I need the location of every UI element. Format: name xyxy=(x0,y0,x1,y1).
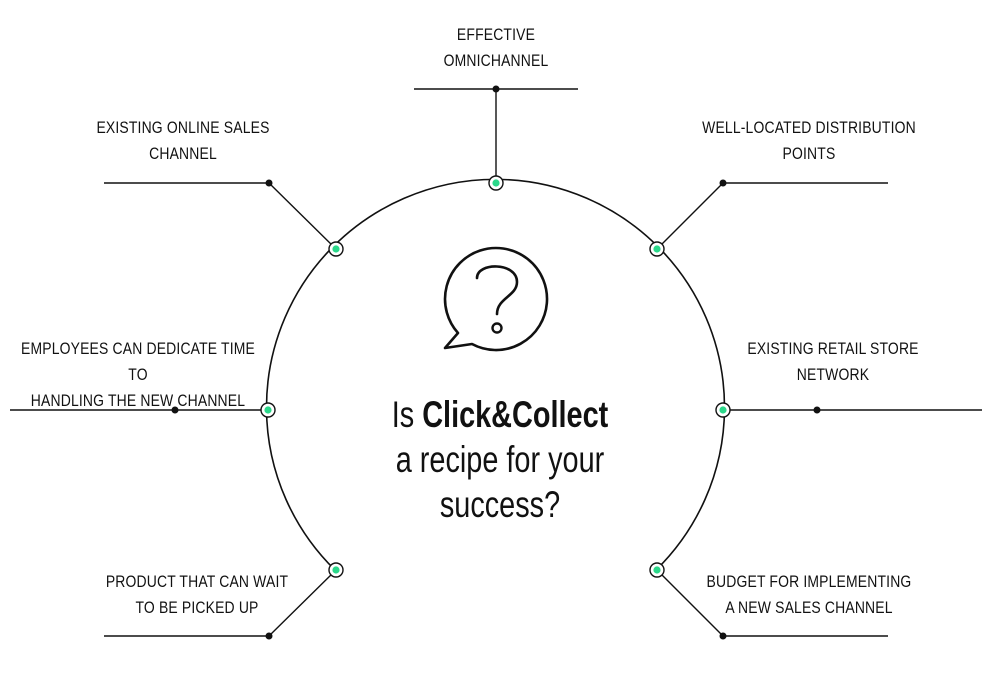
factor-label-top-right: WELL-LOCATED DISTRIBUTION POINTS xyxy=(702,118,916,163)
node-bottom-right xyxy=(649,562,665,578)
connector-mid-right xyxy=(723,406,982,414)
center-title-line1: Is Click&Collect xyxy=(391,394,609,435)
connector-bottom-right xyxy=(656,569,888,640)
factor-label-mid-right: EXISTING RETAIL STORE NETWORK xyxy=(747,339,919,384)
node-top-left xyxy=(328,241,344,257)
connector-top xyxy=(414,85,578,183)
connector-bottom-left xyxy=(104,569,337,640)
factor-label-bottom-left: PRODUCT THAT CAN WAIT TO BE PICKED UP xyxy=(105,572,289,617)
node-top xyxy=(488,175,504,191)
center-title-line2: a recipe for your xyxy=(395,439,605,480)
center-title: Is Click&Collect a recipe for your succe… xyxy=(367,392,632,527)
node-bottom-left xyxy=(328,562,344,578)
connector-mid-left xyxy=(10,406,268,414)
factor-label-mid-left: EMPLOYEES CAN DEDICATE TIME TO HANDLING … xyxy=(21,339,255,410)
factor-label-top: EFFECTIVE OMNICHANNEL xyxy=(443,25,549,70)
factor-label-top-left: EXISTING ONLINE SALES CHANNEL xyxy=(96,118,270,163)
factor-label-bottom-right: BUDGET FOR IMPLEMENTING A NEW SALES CHAN… xyxy=(706,572,912,617)
center-title-line3: success? xyxy=(439,484,561,525)
node-mid-left xyxy=(260,402,276,418)
node-mid-right xyxy=(715,402,731,418)
node-top-right xyxy=(649,241,665,257)
question-bubble-icon xyxy=(443,246,549,352)
connector-top-right xyxy=(656,179,888,250)
connector-top-left xyxy=(104,179,337,250)
